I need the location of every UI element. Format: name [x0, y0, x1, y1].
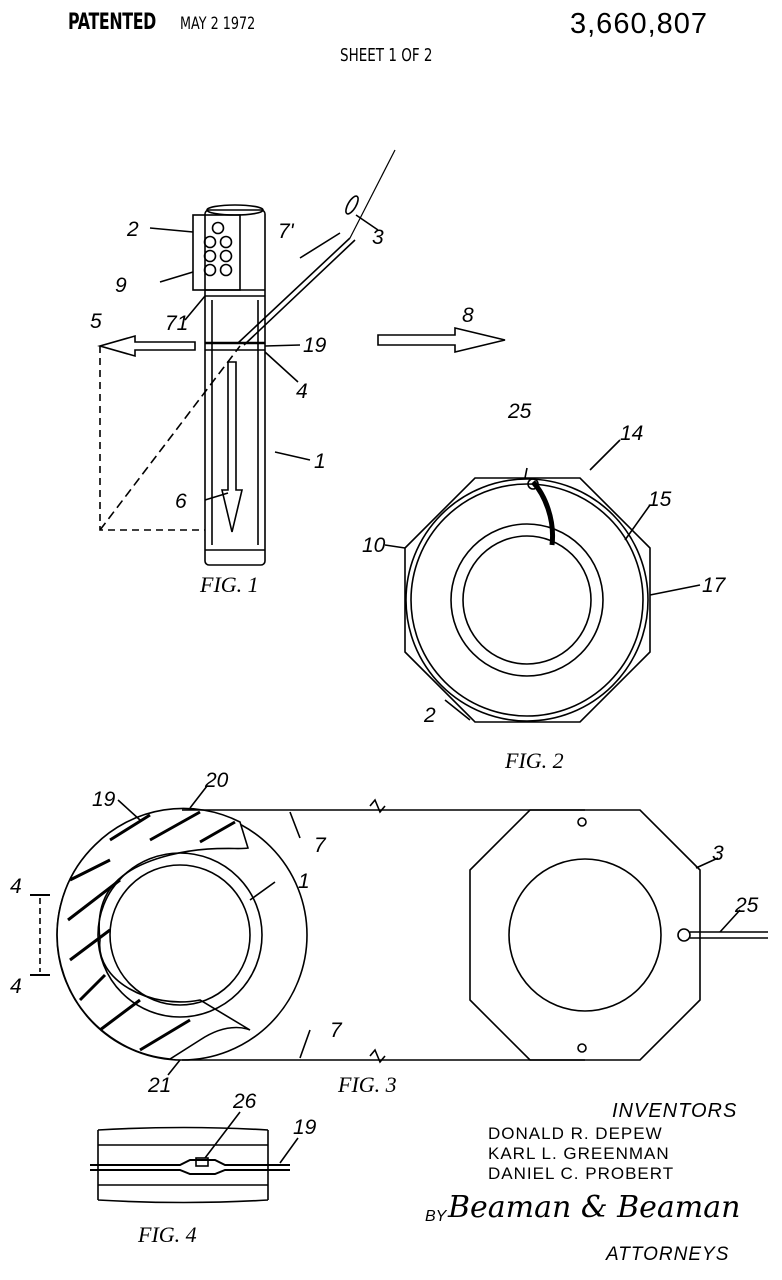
ref-7-top: 7 — [314, 834, 327, 857]
figure-1: 2 9 71 5 7' 3 8 19 4 1 6 FIG. 1 — [90, 149, 506, 597]
hole-circles — [203, 221, 233, 277]
ref-71: 71 — [165, 312, 188, 335]
ref-9: 9 — [115, 274, 127, 297]
ref-4: 4 — [296, 380, 308, 403]
ref-25: 25 — [507, 400, 532, 423]
section-4-bottom: 4 — [10, 975, 22, 998]
arrow-6 — [220, 361, 244, 533]
ref-19: 19 — [303, 334, 327, 357]
attorney-signature: Beaman & Beaman — [448, 1190, 741, 1225]
fig4-caption: FIG. 4 — [137, 1222, 197, 1247]
ref-25-fig3: 25 — [734, 894, 759, 917]
inventor-name: KARL L. GREENMAN — [488, 1144, 670, 1163]
octagon-plate — [404, 477, 651, 723]
ref-20: 20 — [204, 769, 229, 792]
ref-7-bottom: 7 — [330, 1019, 343, 1042]
ref-10: 10 — [362, 534, 386, 557]
strip-7prime — [237, 237, 356, 346]
ref-17: 17 — [702, 574, 727, 597]
ref-19-fig4: 19 — [293, 1116, 317, 1139]
octagon-tag — [469, 809, 701, 1061]
ref-5: 5 — [90, 310, 102, 333]
ref-19-fig3: 19 — [92, 788, 116, 811]
inventor-name: DANIEL C. PROBERT — [488, 1164, 675, 1183]
by-label: BY — [425, 1208, 447, 1225]
ref-1: 1 — [314, 450, 326, 473]
ref-3-fig3: 3 — [712, 842, 724, 865]
patent-number: 3,660,807 — [570, 8, 709, 40]
strips-7 — [182, 809, 585, 1061]
attorneys-label: ATTORNEYS — [606, 1244, 730, 1265]
ref-14: 14 — [620, 422, 643, 445]
figure-2: 25 14 15 17 10 2 FIG. 2 — [362, 400, 727, 773]
ref-8: 8 — [462, 304, 474, 327]
arrow-8 — [377, 326, 506, 354]
ref-21: 21 — [147, 1074, 171, 1097]
sheet-number: SHEET 1 OF 2 — [340, 45, 433, 66]
fig3-caption: FIG. 3 — [337, 1072, 397, 1097]
patented-stamp: PATENTED — [68, 10, 156, 35]
ref-1-fig3: 1 — [298, 870, 310, 893]
ref-26: 26 — [232, 1090, 257, 1113]
ref-2: 2 — [126, 218, 139, 241]
ref-15: 15 — [648, 488, 672, 511]
arrow-5 — [97, 334, 196, 358]
fig2-caption: FIG. 2 — [504, 748, 564, 773]
patent-date: MAY 2 1972 — [180, 14, 256, 34]
label-box — [192, 214, 241, 291]
section-4-top: 4 — [10, 875, 22, 898]
ref-2-fig2: 2 — [423, 704, 436, 727]
ref-7prime: 7' — [278, 220, 295, 243]
figure-3: 19 20 7 7 1 21 4 4 25 3 FIG. 3 — [10, 769, 768, 1097]
inventors-heading: INVENTORS — [612, 1100, 738, 1122]
ref-3: 3 — [372, 226, 384, 249]
figure-4: 26 19 FIG. 4 — [90, 1090, 317, 1247]
inventor-name: DONALD R. DEPEW — [488, 1124, 663, 1143]
fig1-caption: FIG. 1 — [199, 572, 259, 597]
ref-6: 6 — [175, 490, 187, 513]
tube-body — [204, 209, 266, 566]
